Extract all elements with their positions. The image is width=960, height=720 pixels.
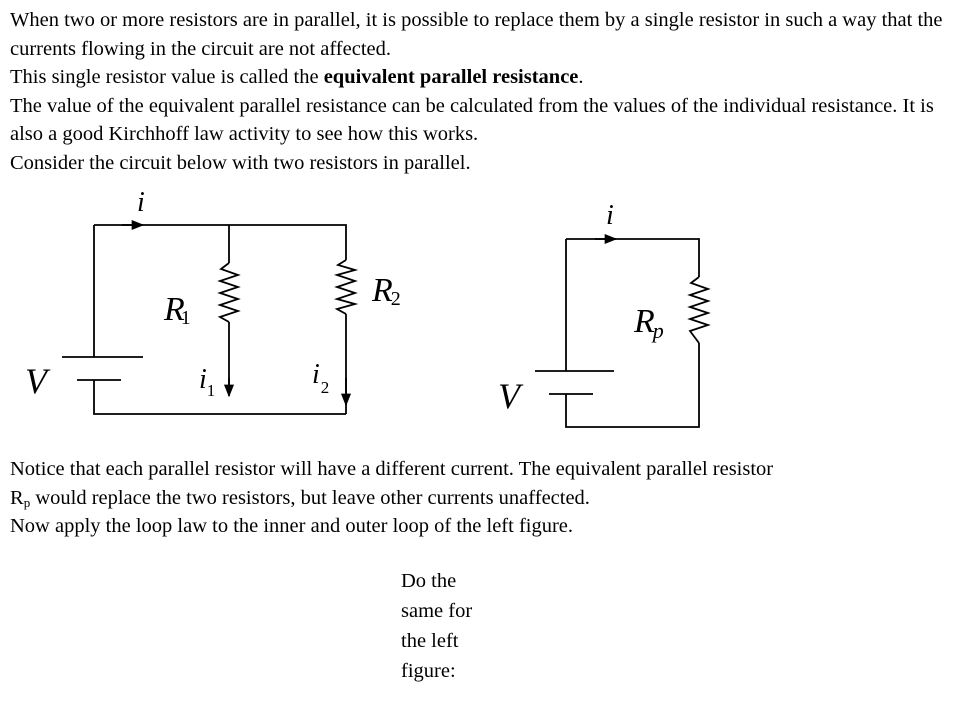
r1-resistor-zigzag: [217, 262, 241, 323]
notice-text: Notice that each parallel resistor will …: [10, 455, 955, 541]
intro-line-2-suffix: .: [578, 66, 584, 88]
intro-line-4: Consider the circuit below with two resi…: [10, 151, 471, 174]
i1-label: i1: [199, 364, 215, 400]
rp-label: Rp: [633, 303, 664, 343]
intro-line-1: When two or more resistors are in parall…: [10, 9, 943, 60]
right-voltage-label: V: [498, 376, 524, 416]
i2-label: i2: [312, 359, 329, 397]
side-note-line-4: figure:: [401, 660, 456, 682]
right-top-wire: [566, 238, 700, 277]
side-note-line-2: same for: [401, 600, 473, 622]
intro-line-2: This single resistor value is called the…: [10, 63, 955, 92]
term-equivalent-parallel-resistance: equivalent parallel resistance: [323, 66, 579, 88]
left-current-label: i: [137, 187, 145, 218]
intro-line-3: The value of the equivalent parallel res…: [10, 94, 934, 146]
right-circuit: [535, 233, 711, 428]
notice-line-1: Notice that each parallel resistor will …: [10, 458, 774, 480]
r2-resistor-zigzag: [333, 259, 359, 315]
rp-resistor-zigzag: [687, 276, 711, 344]
side-note: Do the same for the left figure:: [401, 566, 501, 686]
right-current-label: i: [606, 200, 614, 231]
right-circuit-labels: i Rp V: [498, 200, 664, 416]
r2-label: R2: [371, 272, 401, 310]
notice-line-3: Now apply the loop law to the inner and …: [10, 515, 574, 537]
right-bottom-wire: [565, 343, 700, 428]
left-circuit: [62, 219, 359, 415]
left-circuit-labels: i R1 R2 V i1 i2: [25, 187, 401, 401]
intro-text: When two or more resistors are in parall…: [10, 6, 955, 177]
rp-subscript: p: [23, 494, 31, 510]
left-bottom-wire: [93, 380, 346, 415]
intro-line-2-prefix: This single resistor value is called the: [10, 66, 324, 88]
side-note-line-1: Do the: [401, 570, 457, 592]
left-top-wire: [94, 224, 347, 260]
r1-label: R1: [163, 291, 191, 329]
notice-line-2: Rp would replace the two resistors, but …: [10, 486, 590, 510]
left-voltage-label: V: [25, 361, 51, 401]
side-note-line-3: the left: [401, 630, 459, 652]
